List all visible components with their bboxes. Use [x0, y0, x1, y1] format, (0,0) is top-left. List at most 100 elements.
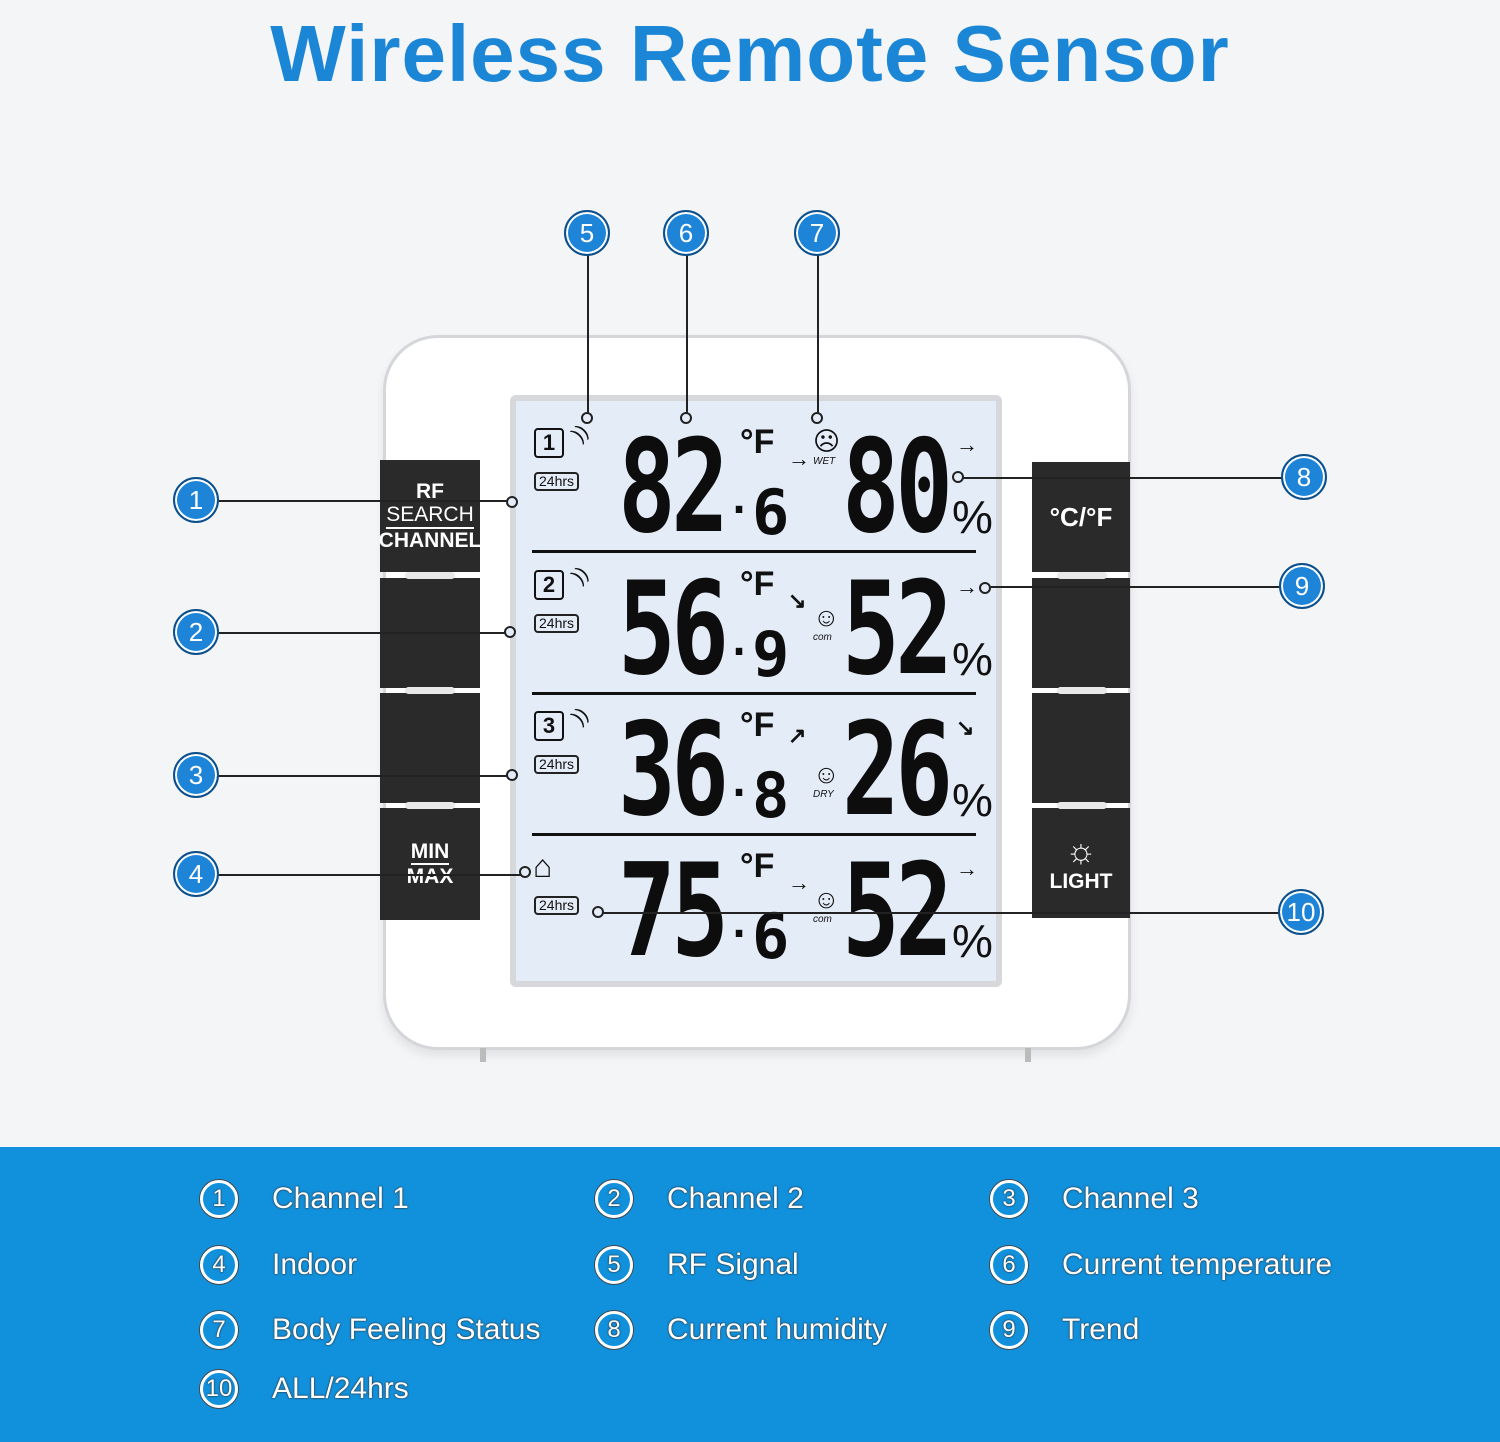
humidity-percent: %	[952, 915, 993, 967]
page-title: Wireless Remote Sensor	[270, 9, 1230, 98]
callout-line	[196, 632, 510, 634]
button-label: MAX	[406, 865, 454, 888]
callout-anchor	[811, 412, 823, 424]
24hrs-badge: 24hrs	[534, 614, 580, 633]
callout-anchor	[506, 769, 518, 781]
min-max-button[interactable]: MIN MAX	[380, 808, 480, 920]
blank-button[interactable]	[380, 693, 480, 803]
humidity-value: 52	[842, 837, 953, 986]
callout-badge: 9	[1279, 563, 1325, 609]
button-label: RF	[416, 480, 444, 504]
comfort-label: com	[813, 632, 832, 643]
comfort-face-icon: ☺	[813, 602, 840, 632]
callout-line	[587, 233, 589, 418]
humidity-percent: %	[952, 491, 993, 543]
button-divider	[405, 572, 455, 579]
callout-badge: 1	[173, 477, 219, 523]
legend-label: Current humidity	[667, 1313, 888, 1346]
temperature-decimal-point: .	[727, 619, 752, 665]
light-button[interactable]: ☼ LIGHT	[1032, 808, 1130, 918]
callout-line	[958, 477, 1304, 479]
callout-badge: 6	[663, 210, 709, 256]
legend-item: 6 Current temperature	[990, 1246, 1332, 1284]
unit-toggle-button[interactable]: °C/°F	[1032, 462, 1130, 572]
callout-badge: 4	[173, 851, 219, 897]
24hrs-badge: 24hrs	[534, 755, 580, 774]
temperature-trend-arrow: →	[788, 446, 810, 471]
temperature-decimal: 9	[752, 618, 790, 691]
legend-label: Trend	[1062, 1313, 1140, 1346]
temperature-trend-arrow: →	[788, 870, 810, 895]
legend-label: ALL/24hrs	[272, 1372, 409, 1405]
temperature-decimal: 6	[752, 900, 790, 973]
temperature-unit: °F	[740, 423, 775, 461]
button-divider	[1057, 572, 1107, 579]
comfort-face-icon: ☺	[813, 884, 840, 914]
legend-number-circle: 6	[990, 1246, 1028, 1284]
channel-number-badge: 2	[534, 570, 564, 600]
callout-line	[598, 912, 1301, 914]
channel-number-badge: 1	[534, 428, 564, 458]
humidity-trend-arrow: ↘	[956, 715, 975, 740]
humidity-percent: %	[952, 774, 993, 826]
legend-label: RF Signal	[667, 1248, 799, 1281]
temperature-decimal-point: .	[727, 901, 752, 947]
legend-label: Current temperature	[1062, 1248, 1333, 1281]
comfort-label: DRY	[813, 789, 834, 800]
row-divider	[532, 833, 976, 836]
button-divider	[1057, 687, 1107, 694]
indoor-house-icon: ⌂	[533, 848, 553, 884]
lcd-screen	[510, 395, 1002, 987]
temperature-value: 75	[618, 837, 729, 986]
temperature-unit: °F	[740, 565, 775, 603]
legend-number-circle: 9	[990, 1311, 1028, 1349]
button-divider	[1057, 802, 1107, 809]
button-label: LIGHT	[1049, 870, 1113, 894]
callout-line	[196, 775, 512, 777]
row-divider	[532, 550, 976, 553]
legend-number-circle: 4	[200, 1246, 238, 1284]
temperature-decimal-point: .	[727, 760, 752, 806]
button-label: MIN	[410, 840, 450, 865]
legend-item: 4 Indoor	[200, 1246, 357, 1284]
comfort-face-icon: ☺	[813, 759, 840, 789]
legend-label: Channel 2	[667, 1182, 804, 1215]
button-label: CHANNEL	[378, 528, 482, 552]
callout-anchor	[581, 412, 593, 424]
temperature-trend-arrow: ↗	[788, 723, 807, 748]
legend-item: 5 RF Signal	[595, 1246, 799, 1284]
blank-button[interactable]	[1032, 578, 1130, 688]
legend-item: 9 Trend	[990, 1311, 1139, 1349]
blank-button[interactable]	[1032, 693, 1130, 803]
sun-icon: ☼	[1065, 831, 1097, 870]
24hrs-badge: 24hrs	[534, 472, 580, 491]
temperature-unit: °F	[740, 706, 775, 744]
comfort-face-icon: ☹	[813, 426, 841, 456]
channel-number-badge: 3	[534, 711, 564, 741]
row-divider	[532, 692, 976, 695]
legend-label: Indoor	[272, 1248, 358, 1281]
temperature-decimal: 6	[752, 476, 790, 549]
callout-badge: 5	[564, 210, 610, 256]
legend-number-circle: 8	[595, 1311, 633, 1349]
humidity-trend-arrow: →	[956, 856, 978, 881]
button-label: °C/°F	[1049, 501, 1113, 532]
callout-badge: 7	[794, 210, 840, 256]
callout-badge: 2	[173, 609, 219, 655]
temperature-value: 56	[618, 555, 729, 704]
24hrs-badge: 24hrs	[534, 896, 580, 915]
legend-number-circle: 5	[595, 1246, 633, 1284]
callout-badge: 8	[1281, 454, 1327, 500]
humidity-value: 26	[842, 696, 953, 845]
rf-search-channel-button[interactable]: RF SEARCH CHANNEL	[378, 460, 482, 572]
temperature-unit: °F	[740, 847, 775, 885]
callout-badge: 10	[1278, 889, 1324, 935]
button-divider	[405, 687, 455, 694]
callout-anchor	[680, 412, 692, 424]
callout-line	[196, 500, 512, 502]
callout-anchor	[979, 582, 991, 594]
